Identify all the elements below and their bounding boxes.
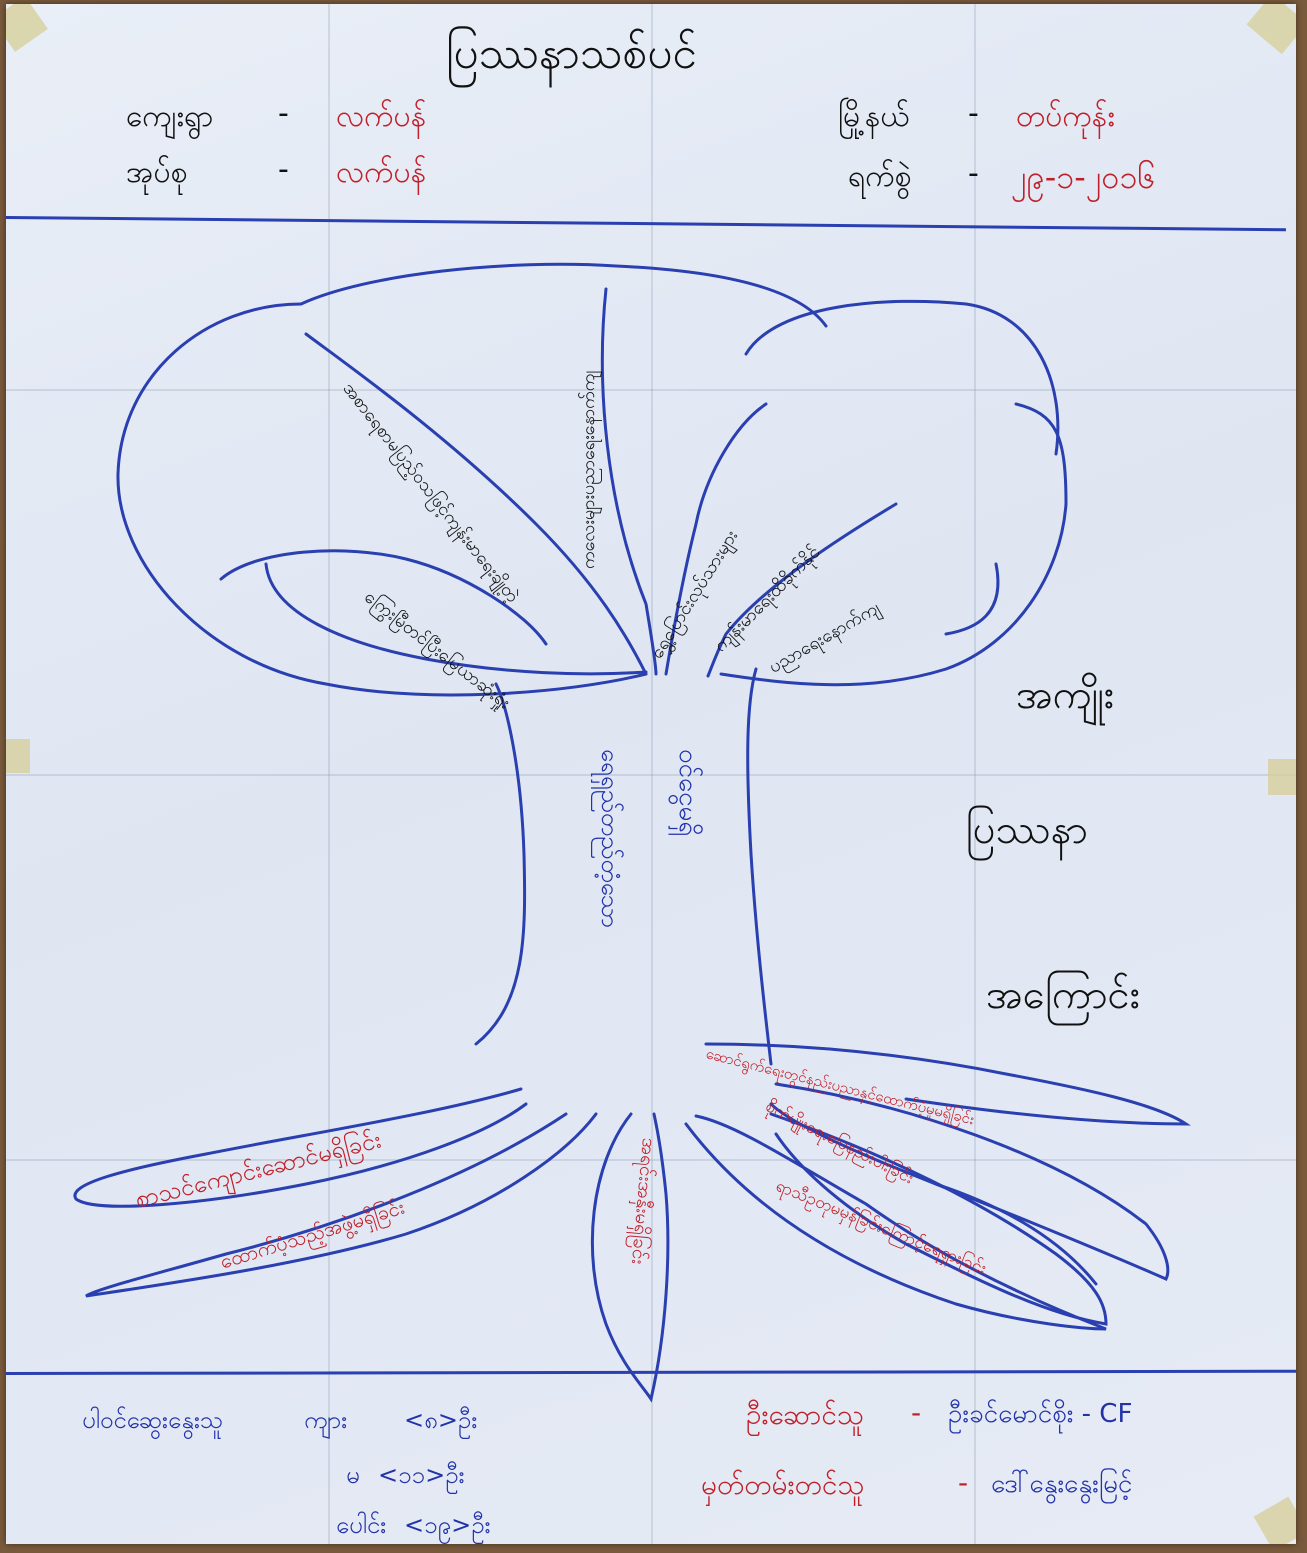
tract-label: အုပ်စု [126, 155, 188, 190]
poster-title: ပြဿနာသစ်ပင် [446, 28, 697, 79]
facilitator-value: ဦးခင်မောင်စိုး - CF [948, 1399, 1133, 1429]
total-label: ပေါင်း [336, 1511, 387, 1539]
recorder-label: မှတ်တမ်းတင်သူ [701, 1468, 865, 1501]
date-value: ၂၉-၁-၂၀၁၆ [1011, 158, 1156, 196]
tract-value: လက်ပန် [336, 155, 427, 190]
fold-line [974, 4, 976, 1544]
male-label: ကျား [304, 1406, 348, 1434]
separator: - [958, 1466, 969, 1499]
female-label: မ [346, 1461, 360, 1489]
participants-label: ပါဝင်ဆွေးနွေးသူ [82, 1406, 224, 1434]
trunk-problem-line1: ရေရှည်တည်တံ့သော [596, 749, 624, 928]
female-count: <၁၁>ဦး [378, 1461, 465, 1489]
branch-result: ကလေးများပညာရေးနောက်ကျ [578, 370, 599, 569]
legend-results: အကျိုး [1016, 672, 1115, 718]
trunk-problem-line2: ဝင်ငွေမရှိ [673, 749, 703, 837]
legend-problem: ပြဿနာ [966, 807, 1088, 853]
village-value: လက်ပန် [336, 99, 427, 134]
village-label: ကျေးရွာ [126, 99, 214, 134]
recorder-value: ဒေါ်နွေးနွေးမြင့် [991, 1469, 1133, 1499]
township-value: တပ်ကုန်း [1016, 99, 1115, 134]
separator: - [911, 1396, 922, 1429]
tape [6, 739, 30, 773]
tape [1268, 759, 1296, 795]
fold-line [6, 389, 1296, 391]
separator: - [278, 152, 289, 187]
fold-line [328, 4, 330, 1544]
poster-paper: ပြဿနာသစ်ပင် ကျေးရွာ - လက်ပန် အုပ်စု - လက… [6, 4, 1296, 1544]
total-count: <၁၉>ဦး [404, 1511, 491, 1539]
fold-line [6, 1159, 1296, 1161]
male-count: <၈>ဦး [404, 1406, 478, 1434]
separator: - [968, 96, 979, 131]
township-label: မြို့နယ် [838, 99, 910, 134]
legend-causes: အကြောင်း [986, 972, 1140, 1018]
separator: - [968, 156, 979, 191]
facilitator-label: ဦးဆောင်သူ [746, 1398, 864, 1431]
problem-tree-drawing [73, 262, 1191, 1403]
date-label: ရက်စွဲ [848, 159, 912, 194]
fold-line [6, 774, 1296, 776]
fold-line [651, 4, 653, 1544]
separator: - [278, 96, 289, 131]
